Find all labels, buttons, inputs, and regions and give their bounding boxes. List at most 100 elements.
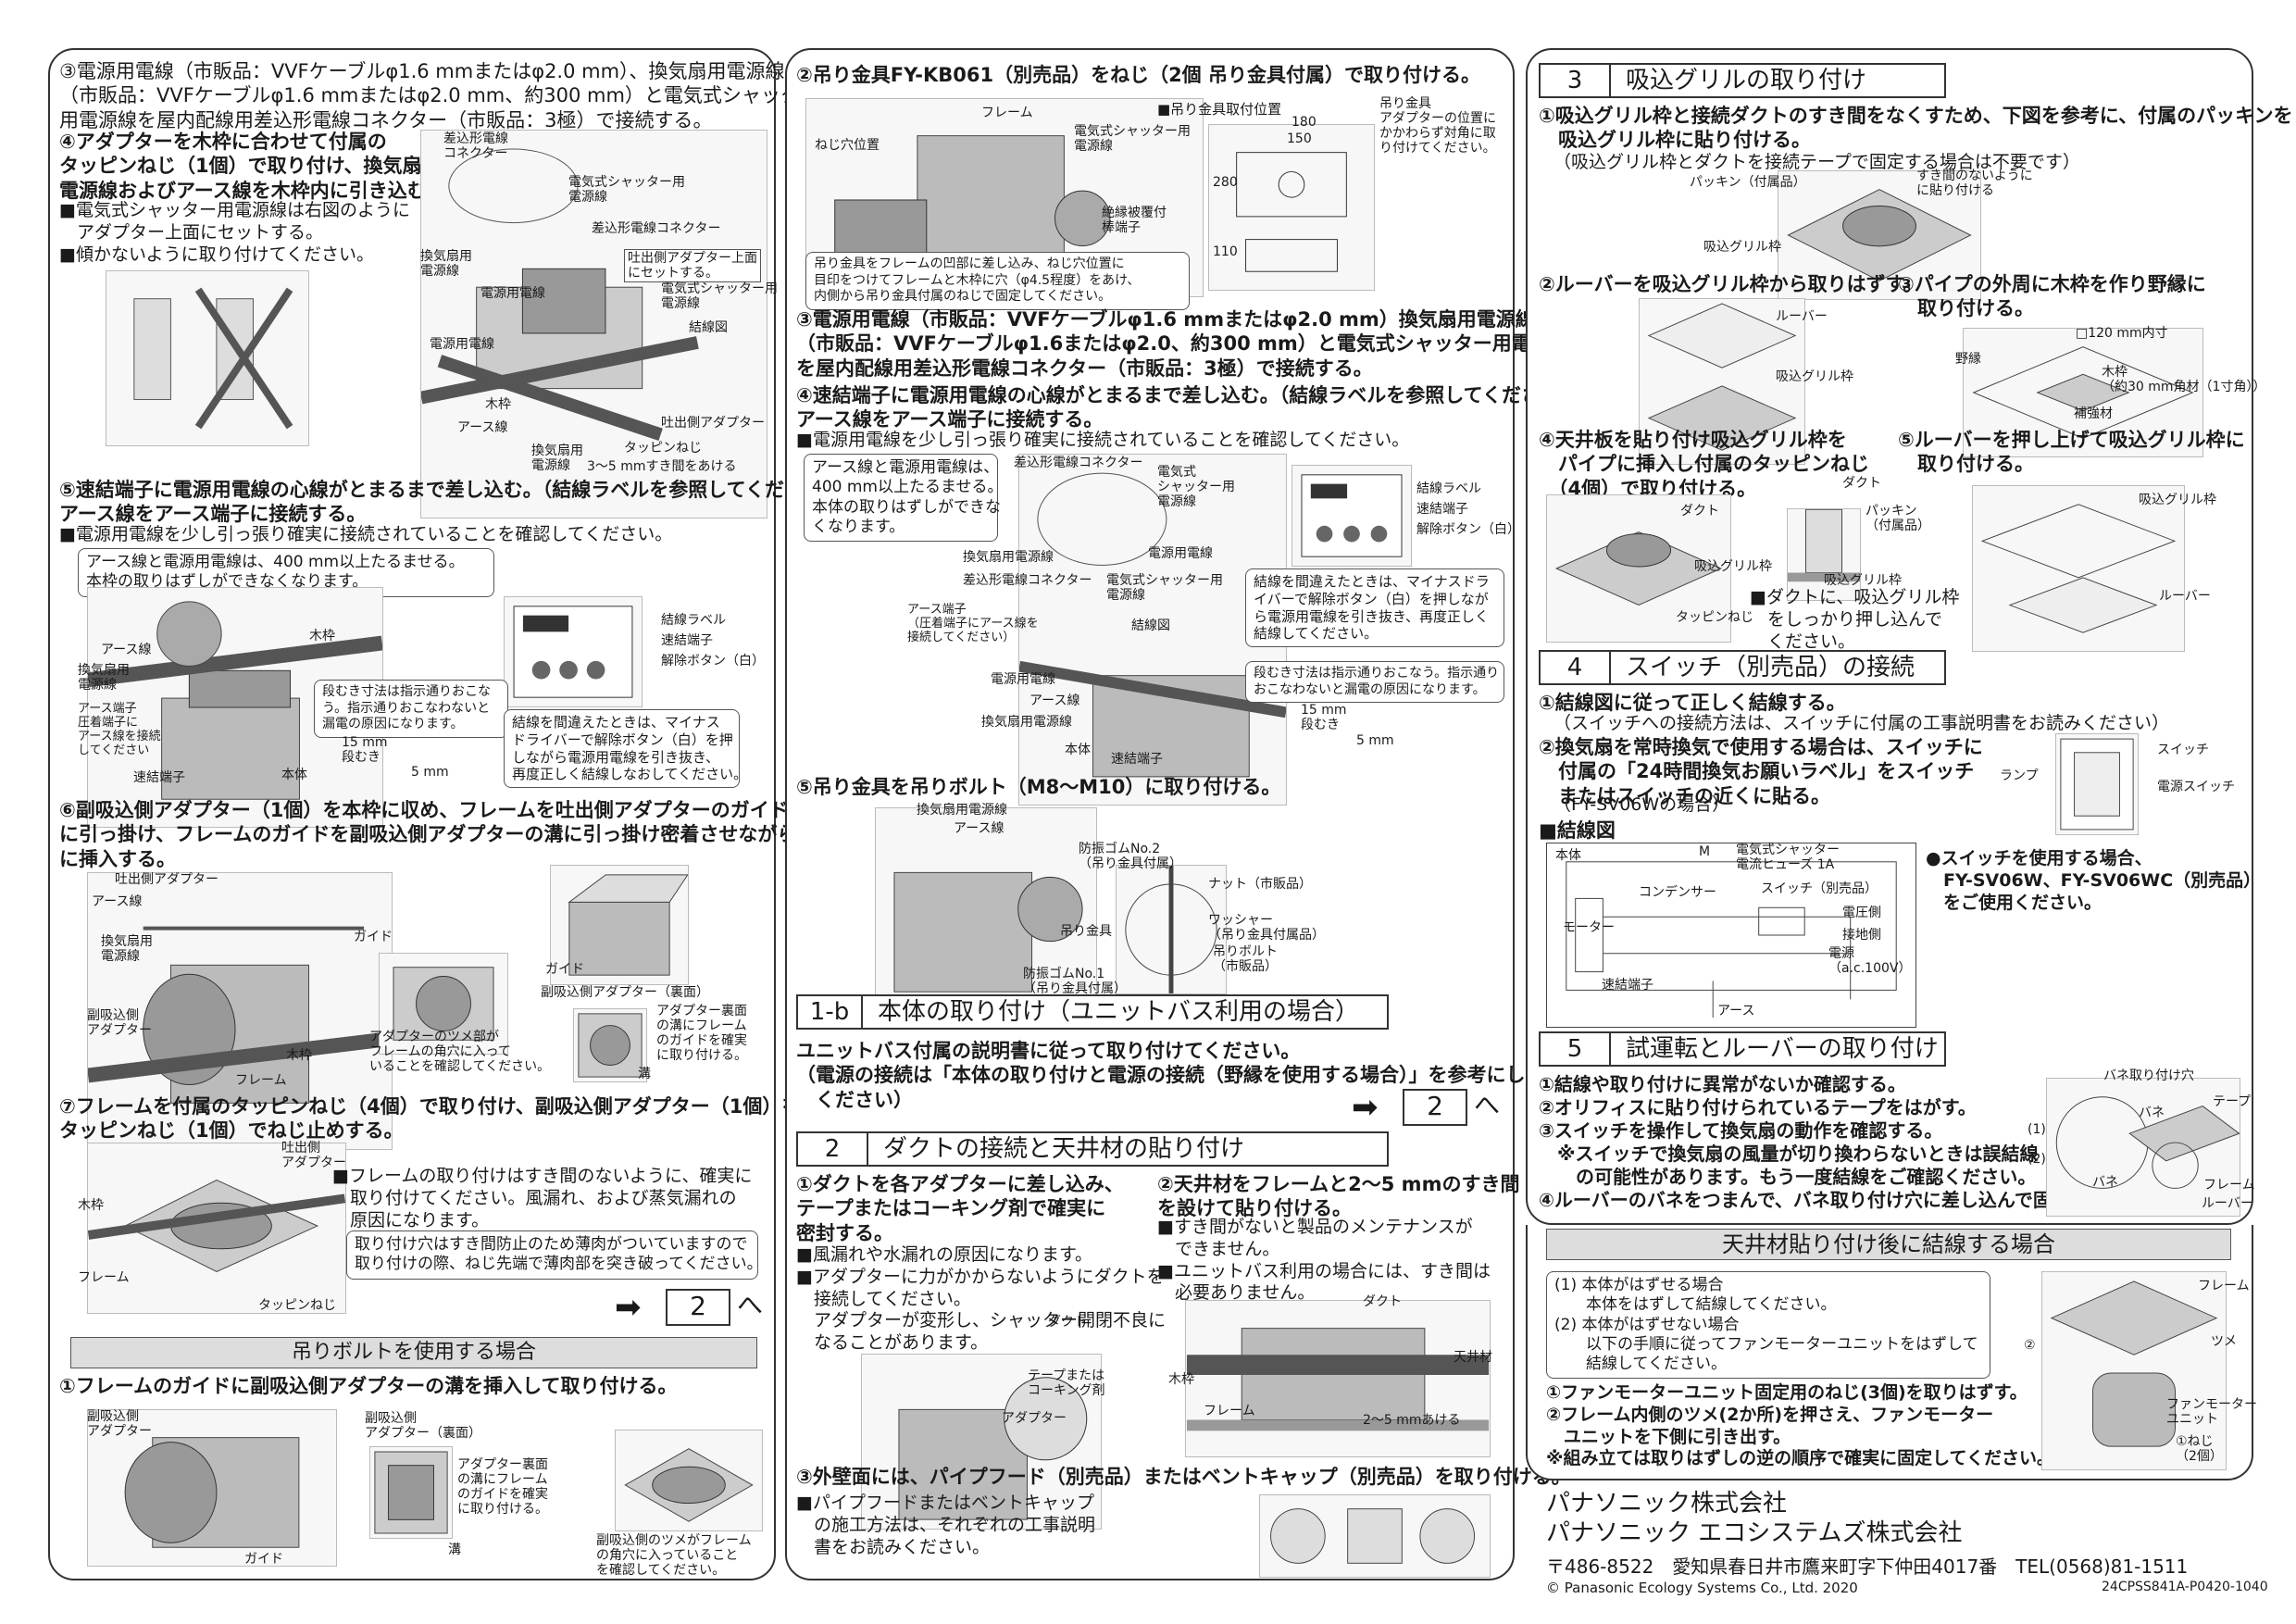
left-step5-note: ■電源用電線を少し引っ張り確実に接続されていることを確認してください。 bbox=[59, 524, 673, 544]
sec2-step1-notes: ■風漏れや水漏れの原因になります。 ■アダプターに力がかからないようにダクトを … bbox=[796, 1244, 1167, 1353]
sec3-fig3-label-1: 野縁 bbox=[1955, 352, 1981, 367]
fig3-label-9: アダプターのツメ部が フレームの角穴に入って いることを確認してください。 bbox=[369, 1030, 551, 1075]
sec3-step2: ②ルーバーを吸込グリル枠から取りはずす。 bbox=[1539, 273, 1923, 295]
fig1-label-13: タッピンねじ bbox=[624, 441, 702, 456]
fig2-label-5: 本体 bbox=[281, 768, 307, 782]
sec3-step5: ⑤ルーバーを押し上げて吸込グリル枠に 取り付ける。 bbox=[1898, 429, 2245, 476]
bolt-adapter-back-illustration bbox=[369, 1446, 453, 1539]
section-4-title: スイッチ（別売品）の接続 bbox=[1626, 654, 1915, 681]
mid-fig2-label-6: アース端子 （圧着端子にアース線を 接続してください） bbox=[907, 603, 1039, 644]
mid-fig3-label-6: 防振ゴムNo.1 （吊り金具付属） bbox=[1023, 967, 1127, 997]
sec3-fig4-label-4: 吸込グリル枠 bbox=[1824, 573, 1902, 588]
sec2-step2-notes: ■すき間がないと製品のメンテナンスが できません。 ■ユニットバス利用の場合には… bbox=[1157, 1217, 1491, 1304]
sec2-step3: ③外壁面には、パイプフード（別売品）またはベントキャップ（別売品）を取り付ける。 bbox=[796, 1466, 1571, 1488]
mid-wiring-illustration bbox=[1018, 454, 1287, 806]
mid-step4-note: ■電源用電線を少し引っ張り確実に接続されていることを確認してください。 bbox=[796, 430, 1410, 450]
sec3-fig5-label-1: ルーバー bbox=[2159, 589, 2211, 604]
sec2-step1: ①ダクトを各アダプターに差し込み、 テープまたはコーキング剤で確実に 密封する。 bbox=[796, 1173, 1124, 1244]
mid-fig1-label-2: 電気式シャッター用 電源線 bbox=[1074, 124, 1191, 155]
mid-step2: ②吊り金具FY-KB061（別売品）をねじ（2個 吊り金具付属）で取り付ける。 bbox=[796, 64, 1480, 86]
sec5-fig-label-0: バネ取り付け穴 bbox=[2103, 1068, 2194, 1083]
louver-removal-illustration bbox=[1639, 298, 1805, 465]
bolt-step1: ①フレームのガイドに副吸込側アダプターの溝を挿入して取り付ける。 bbox=[59, 1375, 678, 1397]
fig5-label-0: 副吸込側 アダプター bbox=[87, 1409, 152, 1440]
left-step6: ⑥副吸込側アダプター（1個）を本枠に収め、フレームを吐出側アダプターのガイドに確… bbox=[59, 799, 847, 870]
mid-fig2-label-12: 速結端子 bbox=[1111, 752, 1163, 767]
bolt-section-bar: 吊りボルトを使用する場合 bbox=[70, 1337, 757, 1368]
mid-fig2-label-11: 本体 bbox=[1065, 743, 1091, 757]
wiring-label-1: M bbox=[1699, 844, 1711, 859]
fig3-label-5: フレーム bbox=[235, 1073, 287, 1088]
mid-goto-section-2-button[interactable]: 2 bbox=[1403, 1089, 1467, 1126]
mid-fig2-label-5: 電気式シャッター用 電源線 bbox=[1106, 573, 1223, 604]
switch-illustration bbox=[2055, 733, 2139, 835]
fan-motor-unit-illustration bbox=[2041, 1271, 2227, 1470]
mid-fig1-label-9: 110 bbox=[1213, 244, 1238, 259]
fig2-label-3: アース端子 圧着端子に アース線を接続 してください bbox=[78, 702, 161, 757]
ceiling-fig-label-2: ② bbox=[2024, 1338, 2036, 1353]
sec3-fig5-label-0: 吸込グリル枠 bbox=[2139, 493, 2216, 507]
ceiling-fig-label-3: ファンモーター ユニット bbox=[2166, 1397, 2257, 1428]
fig3-label-1: アース線 bbox=[92, 894, 143, 909]
mid-goto-arrow-icon: ➡ bbox=[1352, 1089, 1379, 1126]
sec2-step2: ②天井材をフレームと2～5 mmのすき間 を設けて貼り付ける。 bbox=[1157, 1173, 1520, 1220]
sec5-fig-label-3: (1) bbox=[2028, 1122, 2046, 1137]
mid-fig2-dim2: 5 mm bbox=[1356, 733, 1394, 748]
mid-step4-box: アース線と電源用電線は、 400 mm以上たるませる。 本体の取りはずしができな… bbox=[804, 454, 1003, 542]
mid-step3: ③電源用電線（市販品：VVFケーブルφ1.6 mmまたはφ2.0 mm）換気扇用… bbox=[796, 308, 1570, 380]
ceiling-fig-label-1: ツメ bbox=[2211, 1334, 2237, 1349]
fig1-label-4: 電源用電線 bbox=[480, 286, 545, 301]
fig3-label-8: 副吸込側アダプター（裏面） bbox=[541, 985, 709, 1000]
sec4-step1: ①結線図に従って正しく結線する。 bbox=[1539, 692, 1846, 714]
left-panel: ③電源用電線（市販品：VVFケーブルφ1.6 mmまたはφ2.0 mm）、換気扇… bbox=[48, 48, 859, 1580]
mid-fig2-box2: 段むき寸法は指示通りおこなう。指示通り おこなわないと漏電の原因になります。 bbox=[1245, 661, 1504, 703]
mid-fig3-label-1: アース線 bbox=[954, 821, 1004, 836]
ceiling-fig-label-0: フレーム bbox=[2198, 1279, 2250, 1293]
fig2-box2: 結線を間違えたときは、マイナス ドライバーで解除ボタン（白）を押 しながら電源用… bbox=[504, 709, 747, 788]
fig2-label-8: 解除ボタン（白） bbox=[661, 654, 765, 668]
fig2-box1: 段むき寸法は指示通りおこな う。指示通りおこなわないと 漏電の原因になります。 bbox=[314, 680, 508, 738]
bolt-mount-illustration bbox=[875, 807, 1097, 1011]
fig5-label-5: 副吸込側のツメがフレーム の角穴に入っていること を確認してください。 bbox=[596, 1533, 752, 1579]
sec3-fig2-label-0: ルーバー bbox=[1776, 309, 1828, 324]
left-step4-notes: ■電気式シャッター用電源線は右図のように アダプター上面にセットする。 ■傾かな… bbox=[59, 200, 410, 265]
sec3-step3: ③パイプの外周に木枠を作り野縁に 取り付ける。 bbox=[1898, 273, 2206, 320]
mid-fig3-label-4: 吊り金具 bbox=[1060, 924, 1112, 939]
mid-fig2-label-7: 結線図 bbox=[1131, 618, 1170, 633]
wiring-diagram bbox=[1546, 843, 1916, 1028]
sub-intake-adapter-illustration bbox=[87, 872, 393, 1150]
fig1-label-10: アース線 bbox=[457, 420, 508, 435]
frame-illustration bbox=[550, 865, 689, 985]
wiring-label-9: 速結端子 bbox=[1602, 978, 1653, 993]
section-2-number: 2 bbox=[798, 1133, 868, 1165]
fig2-label-4: 速結端子 bbox=[133, 770, 185, 785]
sec2-step3-notes: ■パイプフードまたはベントキャップ の施工方法は、それぞれの工事説明 書をお読み… bbox=[796, 1493, 1096, 1557]
mid-fig2-label-1: 電気式 シャッター用 電源線 bbox=[1157, 465, 1235, 510]
wiring-label-3: コンデンサー bbox=[1639, 885, 1716, 900]
vibration-rubber-illustration bbox=[1116, 865, 1227, 994]
louver-spring-illustration bbox=[2046, 1078, 2240, 1217]
sec3-fig2-label-1: 吸込グリル枠 bbox=[1776, 369, 1853, 384]
fig2-label-0: 木枠 bbox=[309, 629, 335, 643]
sec3-fig4-note: ■ダクトに、吸込グリル枠 をしっかり押し込んで ください。 bbox=[1750, 587, 1960, 652]
fig5-label-1: ガイド bbox=[244, 1552, 283, 1567]
ceiling-steps: ①ファンモーターユニット固定用のねじ(3個)を取りはずす。 ②フレーム内側のツメ… bbox=[1546, 1382, 2054, 1469]
sec5-fig-label-6: フレーム bbox=[2203, 1178, 2255, 1193]
fig3-label-3: 副吸込側 アダプター bbox=[87, 1008, 152, 1039]
mid-fig2-label-9: アース線 bbox=[1029, 693, 1080, 708]
fig2-dim: 15 mm 段むき bbox=[342, 735, 388, 766]
company-name-2: パナソニック エコシステムズ株式会社 bbox=[1546, 1519, 1963, 1547]
sec2-fig2-label-0: ダクト bbox=[1363, 1294, 1402, 1309]
ceiling-fig-label-4: ①ねじ （2個） bbox=[2176, 1434, 2223, 1465]
mid-fig1-label-1: ねじ穴位置 bbox=[815, 138, 880, 153]
goto-section-2-button[interactable]: 2 bbox=[666, 1289, 730, 1326]
sec2-fig2-label-2: 木枠 bbox=[1168, 1372, 1194, 1387]
fig1-label-7: 結線図 bbox=[689, 320, 728, 335]
mid-fig1-label-3: 絶縁被覆付 棒端子 bbox=[1102, 206, 1167, 236]
section-3-title: 吸込グリルの取り付け bbox=[1626, 67, 1867, 94]
section-5-number: 5 bbox=[1541, 1033, 1611, 1065]
sec2-fig1-label-2: アダプター bbox=[1002, 1411, 1067, 1426]
frame-mount-illustration bbox=[87, 1143, 346, 1314]
mid-fig2-dim: 15 mm 段むき bbox=[1301, 703, 1347, 733]
fig3-label-6: ガイド bbox=[354, 930, 393, 944]
